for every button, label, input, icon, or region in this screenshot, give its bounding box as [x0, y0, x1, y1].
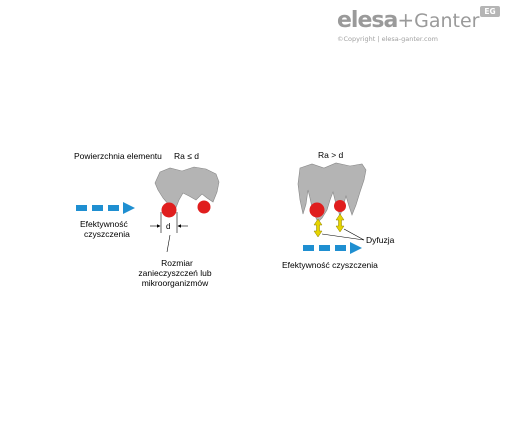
diffusion-leader-2	[343, 228, 365, 241]
flow-arrow-left	[76, 202, 135, 214]
surface-label: Powierzchnia elementu	[74, 151, 162, 161]
copyright-text: ©Copyright | elesa-ganter.com	[337, 35, 438, 43]
contaminant-leader	[166, 234, 171, 253]
brand-ganter: Ganter	[414, 10, 480, 32]
particle-large	[161, 202, 177, 218]
diffusion-arrow-right	[335, 213, 345, 233]
efficiency-left-line1: Efektywność	[80, 219, 128, 229]
brand-logo: elesa+Ganter EG ©Copyright | elesa-gante…	[337, 6, 502, 46]
diffusion-label: Dyfuzja	[366, 235, 395, 245]
brand-wordmark: elesa+Ganter	[337, 8, 479, 33]
brand-plus: +	[397, 8, 415, 32]
trapped-particle-right	[334, 200, 346, 212]
smooth-surface	[154, 166, 220, 211]
particle-small	[197, 200, 211, 214]
efficiency-right-label: Efektywność czyszczenia	[282, 260, 378, 270]
d-label: d	[166, 222, 170, 231]
diffusion-arrow-left	[313, 218, 323, 238]
ra-gt-d-label: Ra > d	[318, 150, 344, 160]
contaminant-line3: mikroorganizmów	[142, 278, 209, 288]
trapped-particle-left	[309, 202, 325, 218]
ra-le-d-label: Ra ≤ d	[174, 151, 199, 161]
contaminant-line1: Rozmiar	[161, 258, 193, 268]
flow-arrow-right	[303, 242, 362, 254]
contaminant-line2: zanieczyszczeń lub	[138, 268, 212, 278]
efficiency-left-line2: czyszczenia	[84, 229, 130, 239]
rough-surface	[297, 162, 367, 223]
eg-badge: EG	[480, 6, 500, 17]
brand-elesa: elesa	[337, 8, 398, 33]
diffusion-leader-1	[321, 233, 365, 241]
